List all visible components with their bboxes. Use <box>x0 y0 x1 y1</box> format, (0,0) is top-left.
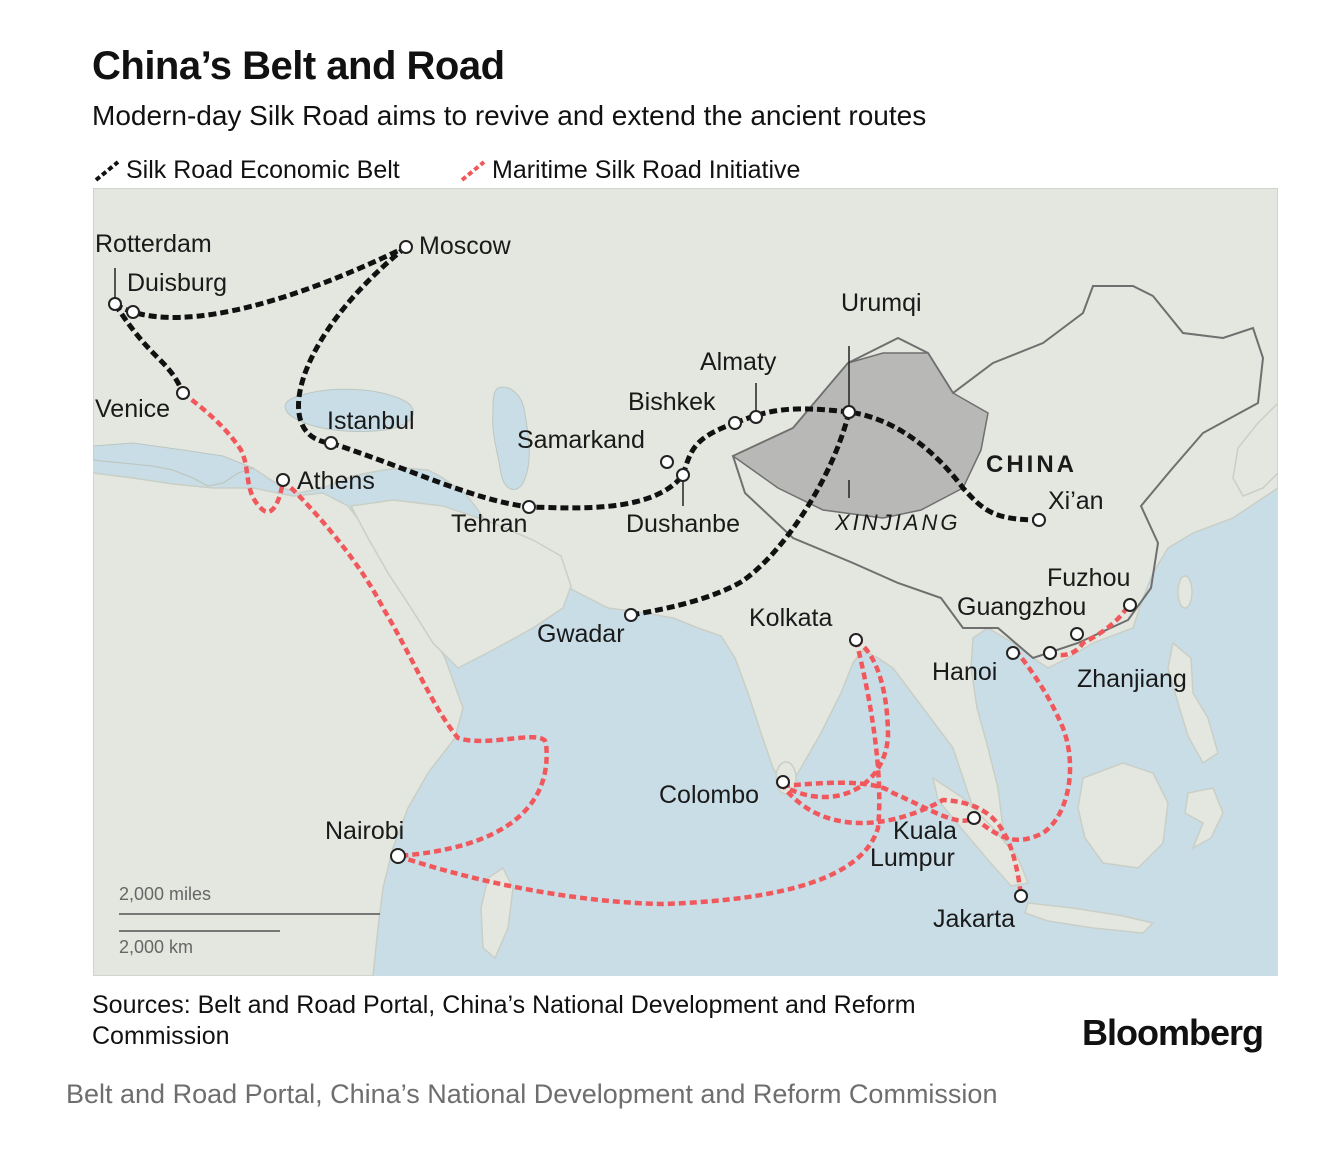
land-philippines <box>1167 641 1219 765</box>
page-title: China’s Belt and Road <box>92 44 505 88</box>
red-dashed-line-icon <box>460 160 486 182</box>
scale-miles-label: 2,000 miles <box>119 884 211 904</box>
marker-hanoi[interactable] <box>1006 646 1020 660</box>
image-caption: Belt and Road Portal, China’s National D… <box>66 1079 998 1109</box>
page-subtitle: Modern-day Silk Road aims to revive and … <box>92 100 927 131</box>
label-duisburg: Duisburg <box>127 269 227 297</box>
label-venice: Venice <box>95 395 170 423</box>
label-tehran: Tehran <box>451 510 527 538</box>
marker-athens[interactable] <box>276 473 290 487</box>
black-sea <box>284 388 414 432</box>
marker-xian[interactable] <box>1032 513 1046 527</box>
label-colombo: Colombo <box>659 781 759 809</box>
marker-kuala-lumpur[interactable] <box>967 811 981 825</box>
label-guangzhou: Guangzhou <box>957 593 1086 621</box>
marker-tehran[interactable] <box>522 500 536 514</box>
land-taiwan <box>1177 575 1193 609</box>
marker-istanbul[interactable] <box>324 436 338 450</box>
label-zhanjiang: Zhanjiang <box>1077 665 1187 693</box>
map[interactable]: Rotterdam Duisburg Moscow Venice Istanbu… <box>93 188 1278 976</box>
label-kolkata: Kolkata <box>749 604 832 632</box>
label-kuala: Kuala <box>893 817 957 845</box>
land-madagascar <box>480 866 514 960</box>
marker-almaty[interactable] <box>749 410 763 424</box>
marker-dushanbe[interactable] <box>676 468 690 482</box>
black-dashed-line-icon <box>94 160 120 182</box>
marker-jakarta[interactable] <box>1014 889 1028 903</box>
mediterranean-sea <box>93 442 255 487</box>
scale-km-label: 2,000 km <box>119 937 193 957</box>
xinjiang-region <box>731 352 989 519</box>
land-java <box>1024 902 1155 934</box>
marker-rotterdam[interactable] <box>108 297 122 311</box>
marker-urumqi[interactable] <box>842 405 856 419</box>
marker-guangzhou[interactable] <box>1070 627 1084 641</box>
label-athens: Athens <box>297 467 375 495</box>
region-label-china: CHINA <box>986 451 1077 478</box>
marker-fuzhou[interactable] <box>1123 598 1137 612</box>
label-xian: Xi’an <box>1048 487 1104 515</box>
marker-kolkata[interactable] <box>849 633 863 647</box>
label-gwadar: Gwadar <box>537 620 625 648</box>
label-dushanbe: Dushanbe <box>626 510 740 538</box>
marker-duisburg[interactable] <box>126 305 140 319</box>
label-jakarta: Jakarta <box>933 905 1015 933</box>
china-border <box>731 285 1265 660</box>
marker-bishkek[interactable] <box>728 416 742 430</box>
map-canvas: Rotterdam Duisburg Moscow Venice Istanbu… <box>93 188 1278 976</box>
marker-colombo[interactable] <box>776 775 790 789</box>
city-markers <box>108 240 1137 903</box>
sources-note: Sources: Belt and Road Portal, China’s N… <box>92 991 916 1050</box>
land-arabia <box>349 499 572 669</box>
label-urumqi: Urumqi <box>841 289 922 317</box>
marker-zhanjiang[interactable] <box>1043 646 1057 660</box>
marker-nairobi[interactable] <box>390 848 406 864</box>
marker-gwadar[interactable] <box>624 608 638 622</box>
legend-label-maritime: Maritime Silk Road Initiative <box>492 156 801 184</box>
scale-bar: 2,000 miles 2,000 km <box>119 884 380 957</box>
marker-samarkand[interactable] <box>660 455 674 469</box>
label-rotterdam: Rotterdam <box>95 230 212 258</box>
region-label-xinjiang: XINJIANG <box>834 510 960 535</box>
label-fuzhou: Fuzhou <box>1047 564 1130 592</box>
maritime-silk-road <box>181 391 1132 907</box>
bloomberg-logo: Bloomberg <box>1082 1012 1264 1053</box>
caspian-sea <box>492 386 530 490</box>
label-bishkek: Bishkek <box>628 388 716 416</box>
marker-moscow[interactable] <box>399 240 413 254</box>
label-samarkand: Samarkand <box>517 426 645 454</box>
label-nairobi: Nairobi <box>325 817 404 845</box>
land-sulawesi <box>1184 787 1224 850</box>
label-istanbul: Istanbul <box>327 407 415 435</box>
label-moscow: Moscow <box>419 232 512 260</box>
land-japan <box>1232 401 1278 497</box>
land-borneo <box>1077 762 1169 869</box>
legend-label-belt: Silk Road Economic Belt <box>126 156 400 184</box>
marker-venice[interactable] <box>176 386 190 400</box>
label-almaty: Almaty <box>700 348 777 376</box>
label-hanoi: Hanoi <box>932 658 997 686</box>
leader-lines <box>114 268 850 506</box>
label-lumpur: Lumpur <box>870 844 955 872</box>
